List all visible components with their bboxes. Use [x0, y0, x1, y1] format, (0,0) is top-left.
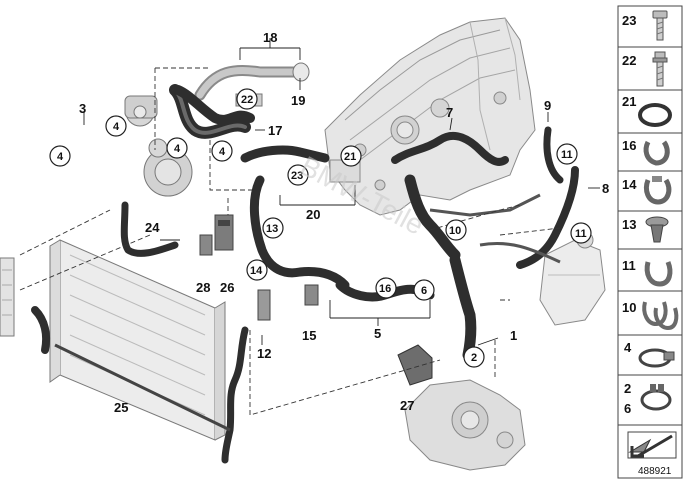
hose-1 [449, 254, 477, 361]
legend-row-16: 16 [618, 138, 682, 172]
double-clip-icon [642, 301, 679, 331]
callout-1: 1 [510, 328, 517, 343]
callout-20: 20 [306, 207, 320, 222]
callout-25: 25 [114, 400, 128, 415]
hose-clip-icon [644, 261, 673, 287]
callout-4c: 4 [174, 143, 181, 155]
holder-12 [257, 289, 271, 321]
callout-28: 28 [196, 280, 210, 295]
callout-9: 9 [544, 98, 551, 113]
callout-11a: 11 [561, 149, 573, 161]
expanding-rivet-icon [645, 216, 669, 243]
svg-text:14: 14 [622, 177, 637, 192]
callout-8: 8 [602, 181, 609, 196]
callout-23: 23 [291, 170, 303, 182]
callout-5: 5 [374, 326, 381, 341]
hose-20 [240, 145, 350, 290]
callout-13: 13 [266, 223, 278, 235]
callout-21: 21 [344, 151, 356, 163]
callout-6: 6 [421, 285, 427, 297]
svg-text:23: 23 [622, 13, 636, 28]
svg-text:2: 2 [624, 381, 631, 396]
callouts: 18 19 22 17 3 4 4 4 4 23 21 20 7 9 11 8 … [49, 30, 609, 415]
stud-bolt-icon [652, 51, 668, 87]
legend-row-14: 14 [618, 176, 682, 212]
guide-lines [19, 67, 561, 416]
hose-thermostat [404, 174, 461, 261]
hose-9 [543, 126, 564, 184]
callout-10: 10 [449, 225, 461, 237]
callout-4d: 4 [219, 146, 226, 158]
coolant-pump-lower [404, 379, 526, 471]
callout-12: 12 [257, 346, 271, 361]
legend-row-4: 4 [618, 340, 682, 376]
hose-clamp-icon [638, 348, 675, 368]
legend-row-13: 13 [618, 216, 682, 250]
callout-27: 27 [400, 398, 414, 413]
svg-text:22: 22 [622, 53, 636, 68]
holder-15 [304, 284, 319, 306]
svg-text:11: 11 [622, 258, 636, 273]
callout-19: 19 [291, 93, 305, 108]
hose-clip-icon [643, 140, 670, 166]
legend-row-10: 10 [618, 300, 682, 336]
hose-clip-icon [643, 176, 672, 205]
water-pump-main [143, 138, 193, 197]
callout-14: 14 [250, 265, 263, 277]
callout-7: 7 [446, 105, 453, 120]
bracket-26 [214, 214, 234, 251]
svg-text:4: 4 [624, 340, 632, 355]
arrow-down-left-icon [627, 431, 677, 459]
spring-clamp-icon [640, 384, 672, 411]
callout-15: 15 [302, 328, 316, 343]
bolt-icon [652, 10, 668, 41]
svg-text:21: 21 [622, 94, 636, 109]
callout-3: 3 [79, 101, 86, 116]
legend-row-22: 22 [618, 51, 682, 91]
side-radiator [0, 257, 15, 337]
leader-lines [83, 38, 600, 346]
hose-7 [391, 131, 509, 166]
callout-18: 18 [263, 30, 277, 45]
legend-row-23: 23 [618, 10, 682, 48]
bracket-28 [199, 234, 213, 256]
svg-text:16: 16 [622, 138, 636, 153]
legend-row-11: 11 [618, 258, 682, 292]
hose-17 [169, 84, 251, 139]
callout-26: 26 [220, 280, 234, 295]
pipe-small [429, 193, 561, 264]
callout-4b: 4 [57, 151, 64, 163]
svg-text:6: 6 [624, 401, 631, 416]
water-pump-upper [124, 95, 158, 127]
callout-11b: 11 [575, 228, 587, 240]
callout-4a: 4 [113, 121, 120, 133]
svg-text:13: 13 [622, 217, 636, 232]
callout-22: 22 [241, 94, 253, 106]
legend-row-2-6: 2 6 [618, 381, 682, 426]
callout-2: 2 [471, 352, 477, 364]
hose-upper-loop [173, 85, 255, 125]
callout-17: 17 [268, 123, 282, 138]
callout-24: 24 [145, 220, 160, 235]
hose-24 [120, 201, 179, 257]
hose-8 [516, 166, 579, 269]
legend-row-21: 21 [618, 94, 682, 134]
parts-legend: 23 22 21 [617, 5, 683, 479]
radiator [49, 239, 226, 441]
bracket-27 [397, 344, 433, 386]
o-ring-icon [638, 103, 672, 127]
callout-16: 16 [379, 283, 391, 295]
svg-text:10: 10 [622, 300, 636, 315]
diagram-ref-number: 488921 [638, 466, 672, 477]
hose-25 [31, 306, 249, 464]
engine-block [324, 17, 536, 216]
